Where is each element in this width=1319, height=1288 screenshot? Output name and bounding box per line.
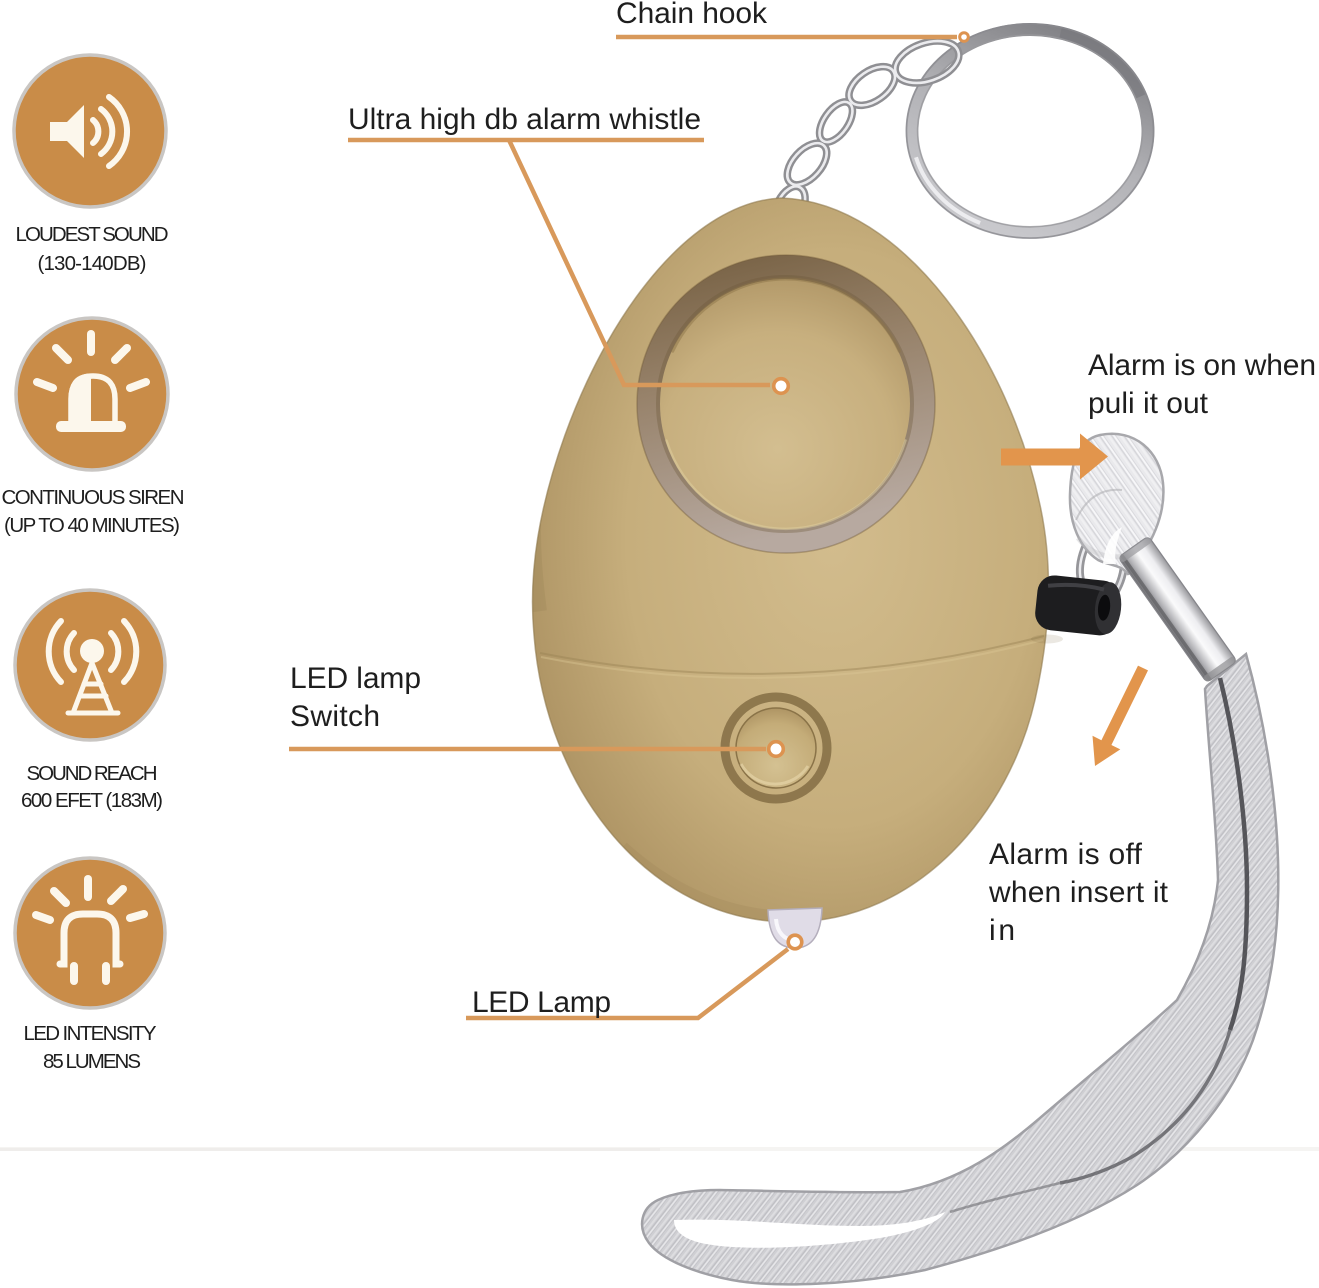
svg-text:Alarm is on when: Alarm is on when xyxy=(1088,349,1316,382)
svg-text:LED INTENSITY: LED INTENSITY xyxy=(24,1022,157,1045)
svg-text:LOUDEST SOUND: LOUDEST SOUND xyxy=(16,223,169,246)
svg-text:Ultra high db alarm whistle: Ultra high db alarm whistle xyxy=(348,103,701,136)
svg-text:(130-140DB): (130-140DB) xyxy=(38,252,147,275)
svg-text:puli it out: puli it out xyxy=(1088,387,1209,420)
svg-text:LED lamp: LED lamp xyxy=(290,662,421,695)
svg-text:85 LUMENS: 85 LUMENS xyxy=(43,1050,141,1073)
svg-text:when insert it: when insert it xyxy=(988,876,1169,909)
svg-text:SOUND REACH: SOUND REACH xyxy=(27,762,158,785)
svg-text:600 EFET (183M): 600 EFET (183M) xyxy=(21,789,163,812)
svg-text:Alarm is off: Alarm is off xyxy=(989,838,1143,871)
svg-text:(UP TO 40 MINUTES): (UP TO 40 MINUTES) xyxy=(4,514,180,537)
svg-text:Switch: Switch xyxy=(290,700,380,733)
svg-text:Chain hook: Chain hook xyxy=(616,0,768,30)
svg-text:in: in xyxy=(989,914,1015,947)
svg-text:LED Lamp: LED Lamp xyxy=(472,986,611,1019)
svg-text:CONTINUOUS SIREN: CONTINUOUS SIREN xyxy=(2,486,185,509)
